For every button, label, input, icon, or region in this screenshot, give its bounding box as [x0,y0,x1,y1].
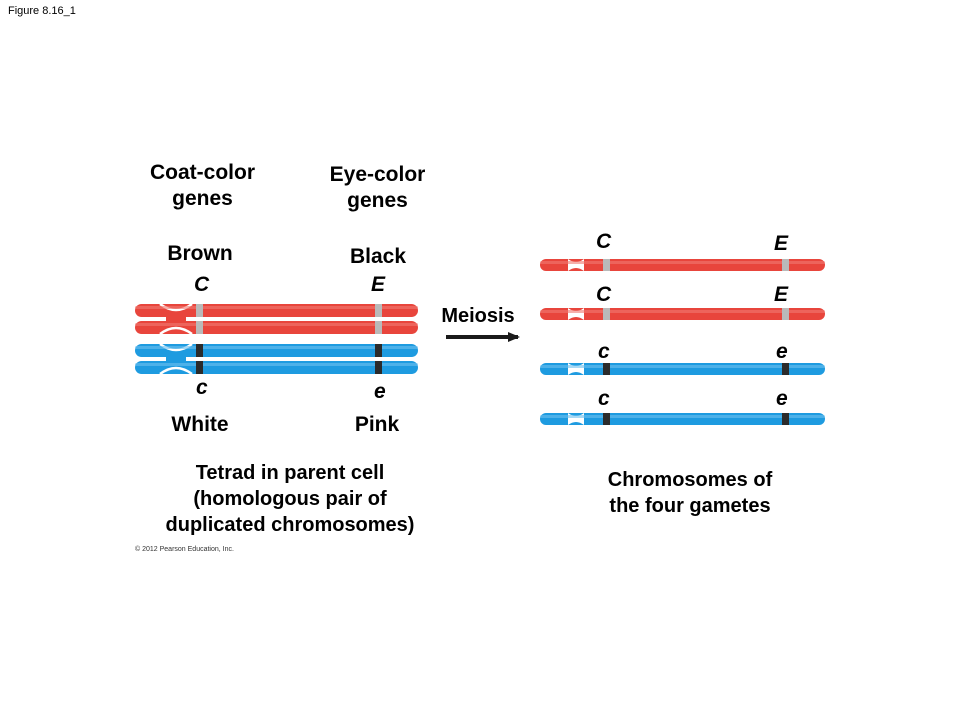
eye-color-header-text: Eye-color genes [329,163,426,212]
parent-caption: Tetrad in parent cell (homologous pair o… [120,460,460,538]
gamete-4-right-allele: e [776,387,788,410]
gene-e-band-upper [375,344,382,357]
gamete-chromosome-1 [540,259,825,271]
allele-C-parent: C [194,273,210,296]
trait-white: White [171,413,229,436]
gene-c-band-upper [196,344,203,357]
gamete-1-right-allele: E [774,232,789,255]
allele-e-parent: e [374,380,386,403]
gamete-2-gene-E [782,308,789,320]
eye-color-header: Eye-color genes [305,162,450,214]
gamete-2-left-allele: C [596,283,612,306]
gamete-1-gene-E [782,259,789,271]
gene-E-band-upper [375,304,382,317]
gene-E-band-lower [375,321,382,334]
gene-e-band-lower [375,361,382,374]
gene-C-band-upper [196,304,203,317]
parent-red-chromatid-pair [135,302,418,336]
parent-blue-chromatid-pair [135,342,418,376]
gamete-4-gene-c [603,413,610,425]
gametes-caption-text: Chromosomes of the four gametes [607,469,773,517]
meiosis-label: Meiosis [441,305,515,327]
trait-black: Black [349,245,407,268]
gamete-1-gene-C [603,259,610,271]
copyright-notice: © 2012 Pearson Education, Inc. [135,546,234,553]
trait-brown: Brown [167,242,233,265]
allele-E-parent: E [371,273,386,296]
coat-color-header: Coat-color genes [130,160,275,212]
figure-label: Figure 8.16_1 [8,5,76,17]
allele-c-parent: c [196,376,208,399]
gamete-1-left-allele: C [596,230,612,253]
gene-C-band-lower [196,321,203,334]
gamete-chromosome-2 [540,308,825,320]
gametes-caption: Chromosomes of the four gametes [560,467,820,519]
gamete-3-right-allele: e [776,340,788,363]
trait-pink: Pink [354,413,400,436]
gamete-4-left-allele: c [598,387,610,410]
gamete-chromosome-3 [540,363,825,375]
parent-caption-text: Tetrad in parent cell (homologous pair o… [165,462,415,536]
gamete-2-gene-C [603,308,610,320]
coat-color-header-text: Coat-color genes [150,161,255,210]
gamete-3-gene-e [782,363,789,375]
gene-c-band-lower [196,361,203,374]
gamete-3-gene-c [603,363,610,375]
gamete-2-right-allele: E [774,283,789,306]
gamete-3-left-allele: c [598,340,610,363]
gamete-4-gene-e [782,413,789,425]
gamete-chromosome-4 [540,413,825,425]
